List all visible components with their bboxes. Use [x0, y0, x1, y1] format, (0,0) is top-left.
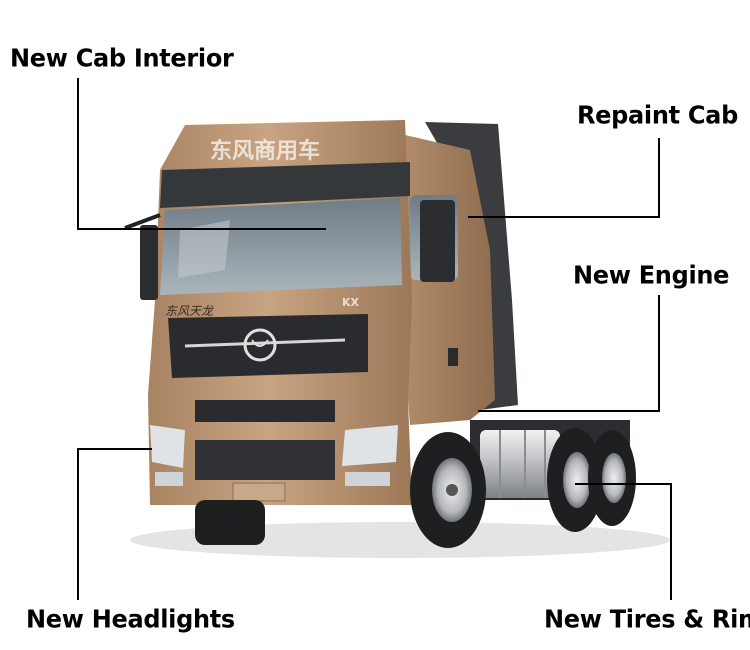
sun-visor	[160, 162, 410, 208]
callout-new-cab-interior: New Cab Interior	[10, 43, 234, 73]
leader-new-tires	[575, 483, 672, 600]
left-headlight	[150, 425, 185, 486]
lower-grille	[195, 400, 335, 422]
front-grille	[168, 314, 368, 378]
right-mirror	[420, 200, 455, 282]
front-left-wheel	[195, 500, 265, 545]
script-badge: 东风天龙	[165, 304, 215, 318]
callout-new-tires-rim: New Tires & Rim	[544, 604, 750, 634]
license-plate	[232, 482, 286, 502]
leader-new-headlights	[77, 448, 152, 600]
rear-wheel-1	[547, 428, 603, 532]
leader-cab-interior	[77, 78, 326, 230]
callout-repaint-cab: Repaint Cab	[577, 100, 738, 130]
door-handle	[448, 348, 458, 366]
brand-emblem	[243, 328, 277, 362]
leader-new-engine	[478, 295, 660, 412]
rear-wheel-2	[588, 430, 636, 526]
front-right-wheel	[410, 432, 486, 548]
callout-new-engine: New Engine	[573, 260, 730, 290]
left-mirror	[124, 213, 161, 300]
callout-lines	[77, 78, 672, 600]
model-badge: KX	[342, 296, 360, 309]
roof-deflector	[425, 122, 518, 410]
leader-repaint-cab	[468, 138, 660, 218]
visor-lettering: 东风商用车	[210, 138, 320, 164]
right-headlight	[342, 425, 398, 486]
callout-new-headlights: New Headlights	[26, 604, 235, 634]
